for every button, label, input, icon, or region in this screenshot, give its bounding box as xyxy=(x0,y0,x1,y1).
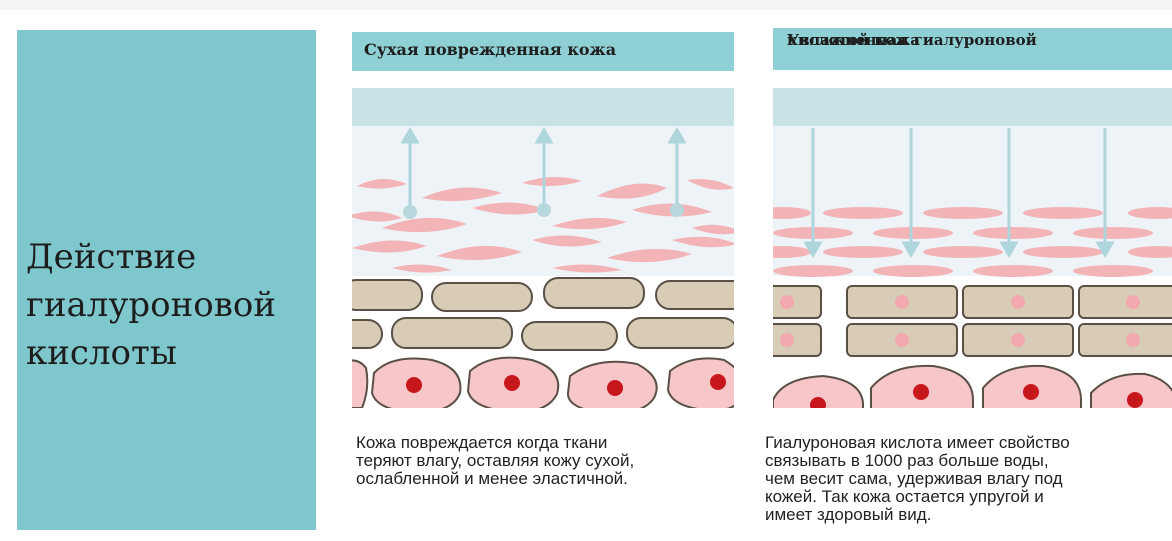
fiber xyxy=(873,265,953,277)
dry-skin-caption: Кожа повреждается когда ткани теряют вла… xyxy=(356,434,746,488)
caption-line: Гиалуроновая кислота имеет свойство xyxy=(765,434,1172,452)
cell-dot xyxy=(1126,333,1140,347)
caption-line: имеет здоровый вид. xyxy=(765,506,1172,524)
cell xyxy=(656,281,734,309)
caption-line: кожей. Так кожа остается упругой и xyxy=(765,488,1172,506)
cell-dot xyxy=(780,295,794,309)
cell-dot xyxy=(895,295,909,309)
fiber xyxy=(1073,227,1153,239)
caption-line: чем весит сама, удерживая влагу под xyxy=(765,470,1172,488)
fiber xyxy=(1073,265,1153,277)
caption-line: ослабленной и менее эластичной. xyxy=(356,470,746,488)
nucleus xyxy=(406,377,422,393)
nucleus xyxy=(1127,392,1143,408)
cell-dot xyxy=(895,333,909,347)
cell xyxy=(522,322,617,350)
cell xyxy=(352,280,422,310)
fiber xyxy=(1023,246,1103,258)
cell-dot xyxy=(1011,333,1025,347)
fiber xyxy=(873,227,953,239)
dry-skin-header-label: Сухая поврежденная кожа xyxy=(364,40,616,59)
fiber xyxy=(923,246,1003,258)
cell xyxy=(392,318,512,348)
arrow-tail-dot xyxy=(403,205,417,219)
fiber xyxy=(973,227,1053,239)
top-band xyxy=(0,0,1172,10)
nucleus xyxy=(607,380,623,396)
cell-dot xyxy=(1011,295,1025,309)
hydrated-skin-header-line: кислотой кожа xyxy=(787,32,920,49)
arrow-tail-dot xyxy=(670,203,684,217)
cell xyxy=(627,318,734,348)
surface-layer xyxy=(773,88,1172,126)
fiber xyxy=(1023,207,1103,219)
cell xyxy=(352,320,382,348)
caption-line: связывать в 1000 раз больше воды, xyxy=(765,452,1172,470)
nucleus xyxy=(913,384,929,400)
nucleus xyxy=(504,375,520,391)
nucleus xyxy=(1023,384,1039,400)
cell-dot xyxy=(780,333,794,347)
cell-dot xyxy=(1126,295,1140,309)
fiber xyxy=(823,207,903,219)
title-line: Действие xyxy=(26,233,316,281)
fiber xyxy=(773,265,853,277)
cell xyxy=(544,278,644,308)
cell xyxy=(1079,324,1172,356)
title-line: кислоты xyxy=(26,329,316,377)
nucleus xyxy=(710,374,726,390)
title-panel: Действие гиалуроновой кислоты xyxy=(17,30,316,530)
cell xyxy=(432,283,532,311)
fiber xyxy=(923,207,1003,219)
hydrated-skin-caption: Гиалуроновая кислота имеет свойство связ… xyxy=(765,434,1172,524)
hydrated-skin-header: Увлажненная гиалуроновой кислотой кожа xyxy=(773,28,1172,70)
arrow-tail-dot xyxy=(537,203,551,217)
title-line: гиалуроновой xyxy=(26,281,316,329)
fiber xyxy=(973,265,1053,277)
fiber xyxy=(823,246,903,258)
cell xyxy=(352,360,367,408)
caption-line: Кожа повреждается когда ткани xyxy=(356,434,746,452)
cell xyxy=(1079,286,1172,318)
dry-skin-header: Сухая поврежденная кожа xyxy=(352,32,734,71)
caption-line: теряют влагу, оставляя кожу сухой, xyxy=(356,452,746,470)
hydrated-skin-diagram xyxy=(773,88,1172,408)
page-title: Действие гиалуроновой кислоты xyxy=(26,233,316,377)
dry-skin-diagram xyxy=(352,88,734,408)
surface-layer xyxy=(352,88,734,126)
